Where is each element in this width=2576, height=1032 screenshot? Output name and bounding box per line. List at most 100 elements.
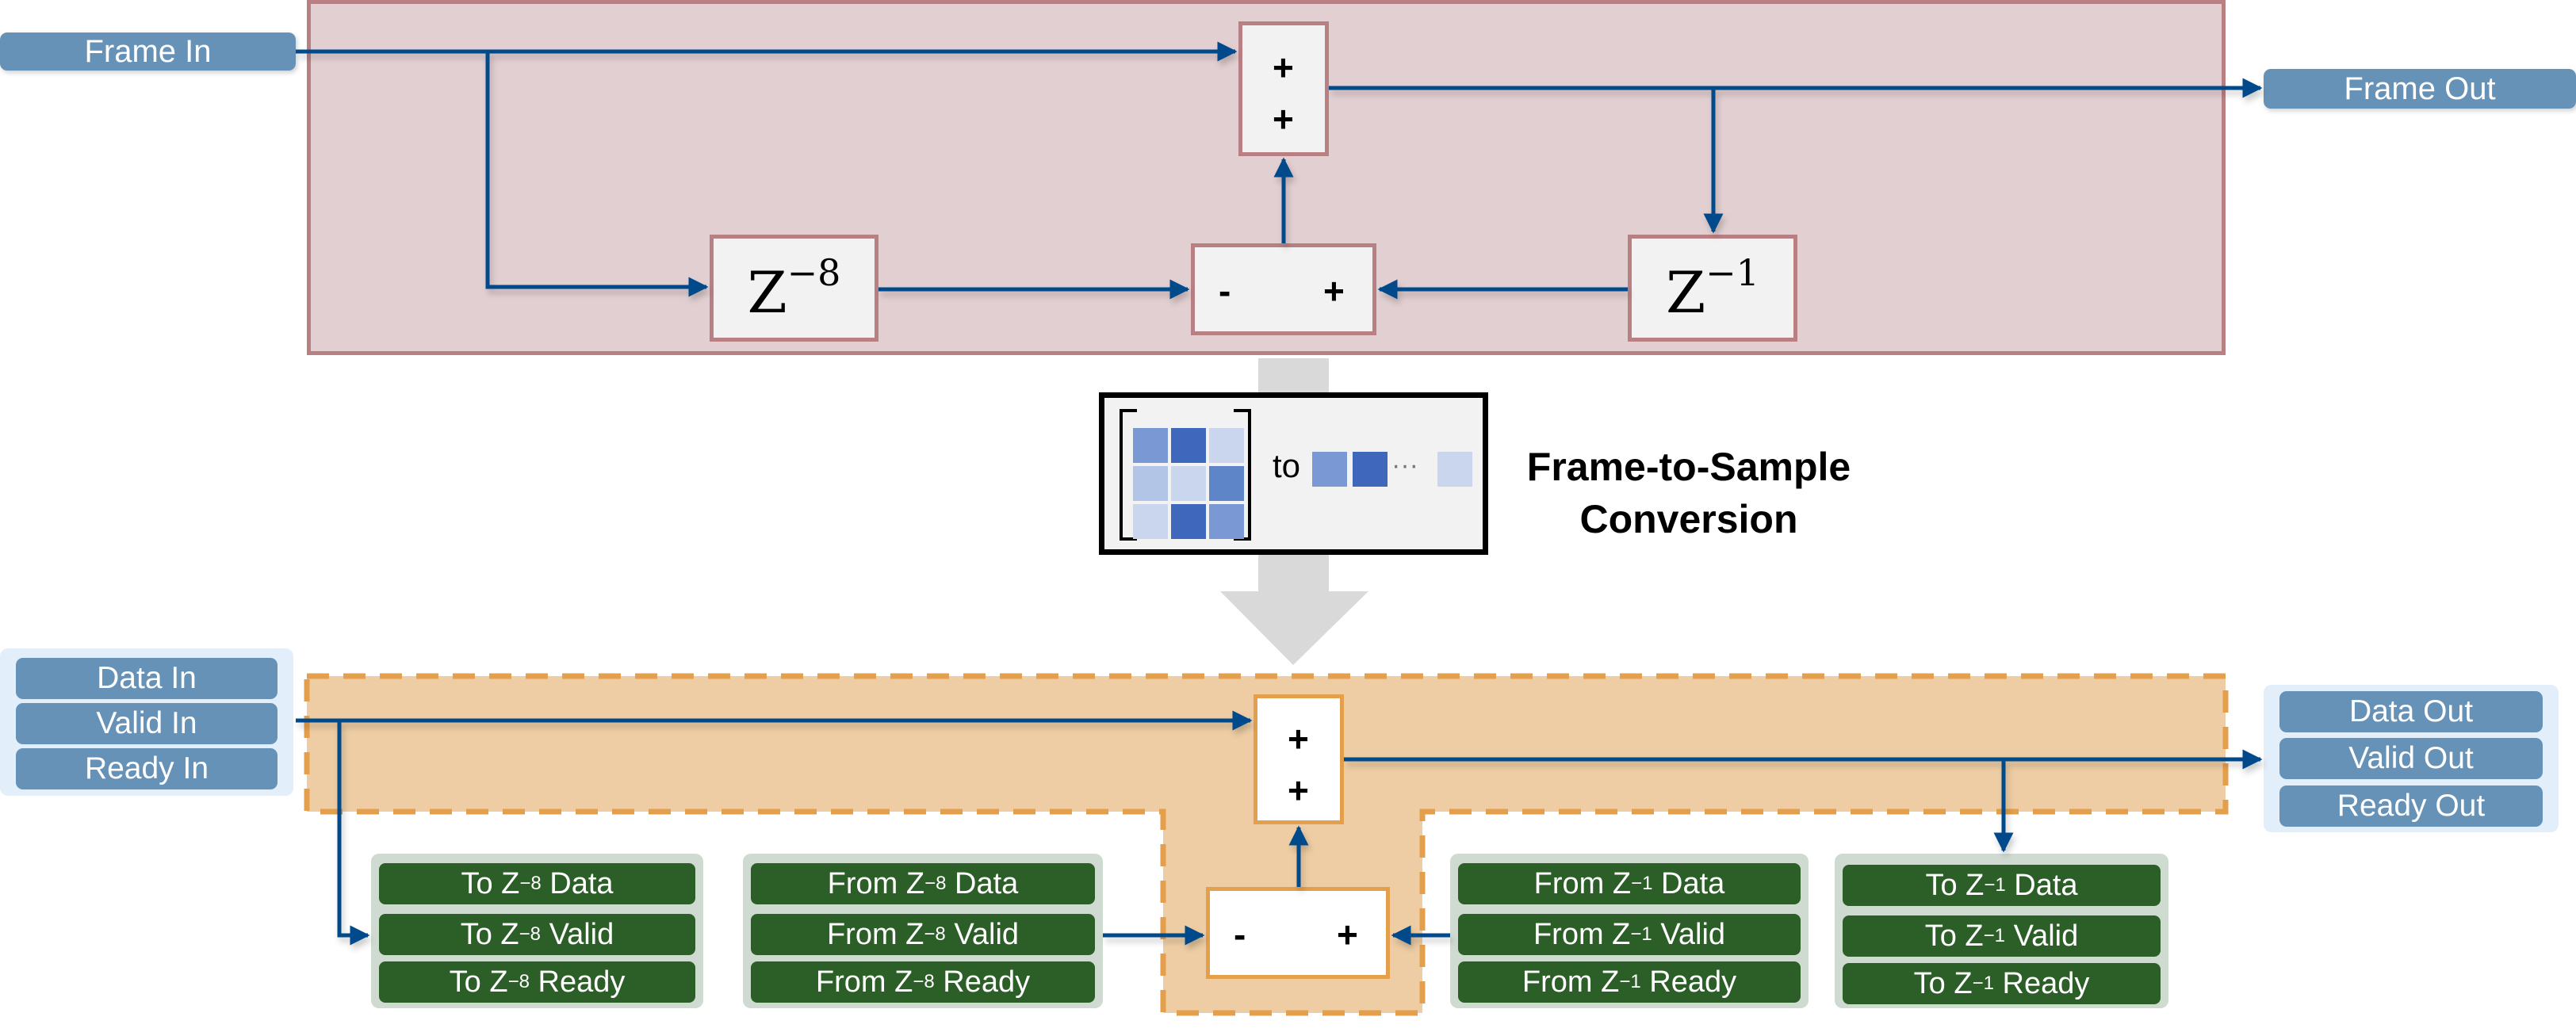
label-suffix: Data	[946, 866, 1019, 900]
frame-in-port: Frame In	[0, 32, 296, 71]
label-prefix: To Z	[449, 965, 508, 999]
frame-out-port: Frame Out	[2264, 69, 2576, 109]
label-suffix: Ready	[934, 965, 1031, 999]
matrix-cell	[1171, 504, 1206, 539]
label-suffix: Data	[541, 866, 614, 900]
label-suffix: Ready	[1993, 966, 2090, 1000]
frame-subtractor-block: - +	[1191, 243, 1376, 335]
frame-to-sample-box: to ···	[1099, 392, 1488, 555]
label-suffix: Ready	[1640, 965, 1737, 999]
ready-in-port: Ready In	[16, 748, 278, 789]
label-exponent: −1	[1630, 923, 1652, 945]
label-prefix: To Z	[460, 917, 519, 951]
matrix-bracket-right	[1234, 409, 1251, 541]
label-suffix: Data	[1652, 866, 1725, 900]
matrix-cell	[1133, 466, 1168, 501]
to-label: to	[1273, 447, 1301, 484]
delay-z1-label: Z−1	[1666, 250, 1759, 326]
to-z8-data: To Z−8 Data	[379, 863, 695, 904]
label-prefix: To Z	[1924, 919, 1984, 953]
ellipsis: ···	[1391, 450, 1418, 480]
from-z8-data: From Z−8 Data	[751, 863, 1095, 904]
valid-in-port: Valid In	[16, 703, 278, 744]
sample-subtractor-block: - +	[1206, 887, 1390, 979]
matrix-bracket-left	[1120, 409, 1137, 541]
matrix-cell	[1171, 428, 1206, 463]
from-z8-valid: From Z−8 Valid	[751, 914, 1095, 955]
from-z1-ready: From Z−1 Ready	[1458, 961, 1801, 1003]
from-z1-valid: From Z−1 Valid	[1458, 914, 1801, 955]
label-exponent: −8	[913, 971, 935, 992]
sample-cell	[1353, 452, 1388, 487]
label-suffix: Ready	[529, 965, 626, 999]
adder-sign-bottom: +	[1288, 770, 1309, 811]
sample-cell	[1437, 452, 1472, 487]
label-prefix: To Z	[461, 866, 520, 900]
subtractor-sign-minus: -	[1234, 914, 1246, 955]
data-out-port: Data Out	[2279, 691, 2543, 732]
label-exponent: −1	[1631, 873, 1653, 894]
matrix-cell	[1209, 428, 1244, 463]
label-suffix: Valid	[541, 917, 614, 951]
to-z1-valid: To Z−1 Valid	[1843, 915, 2161, 957]
label-exponent: −1	[1619, 971, 1641, 992]
label-prefix: From Z	[1521, 965, 1620, 999]
conversion-title-line2: Conversion	[1579, 497, 1798, 541]
to-z1-ready: To Z−1 Ready	[1843, 963, 2161, 1004]
sample-cell	[1312, 452, 1347, 487]
subtractor-sign-minus: -	[1219, 270, 1231, 312]
from-z8-group: From Z−8 Data From Z−8 Valid From Z−8 Re…	[743, 854, 1103, 1008]
output-port-group: Data Out Valid Out Ready Out	[2264, 685, 2559, 832]
label-exponent: −8	[924, 873, 947, 894]
label-exponent: −8	[924, 923, 946, 945]
conversion-title-line1: Frame-to-Sample	[1526, 445, 1851, 489]
sample-adder-block: + +	[1254, 694, 1344, 824]
label-prefix: To Z	[1913, 966, 1973, 1000]
label-prefix: To Z	[1925, 868, 1985, 902]
matrix-cell	[1171, 466, 1206, 501]
label-exponent: −1	[1984, 874, 2006, 896]
label-prefix: From Z	[1533, 917, 1631, 951]
to-z8-valid: To Z−8 Valid	[379, 914, 695, 955]
from-z8-ready: From Z−8 Ready	[751, 961, 1095, 1003]
frame-delay-z8-block: Z−8	[710, 235, 878, 342]
label-prefix: From Z	[826, 917, 924, 951]
subtractor-sign-plus: +	[1337, 914, 1358, 955]
label-exponent: −1	[1983, 925, 2006, 946]
frame-delay-z1-block: Z−1	[1628, 235, 1797, 342]
ready-out-port: Ready Out	[2279, 785, 2543, 827]
label-prefix: From Z	[827, 866, 925, 900]
matrix-cell	[1209, 504, 1244, 539]
label-exponent: −8	[507, 971, 530, 992]
matrix-cell	[1133, 428, 1168, 463]
wire-frame-in-to-z8	[485, 52, 709, 297]
data-in-port: Data In	[16, 658, 278, 699]
label-prefix: From Z	[815, 965, 913, 999]
to-z1-data: To Z−1 Data	[1843, 865, 2161, 906]
matrix-cell	[1133, 504, 1168, 539]
adder-sign-top: +	[1288, 718, 1309, 759]
frame-adder-block: + +	[1238, 21, 1329, 156]
label-suffix: Valid	[1652, 917, 1726, 951]
from-z1-data: From Z−1 Data	[1458, 863, 1801, 904]
label-suffix: Valid	[945, 917, 1020, 951]
adder-sign-bottom: +	[1273, 98, 1294, 140]
subtractor-sign-plus: +	[1323, 270, 1345, 312]
adder-sign-top: +	[1273, 47, 1294, 88]
to-z8-group: To Z−8 Data To Z−8 Valid To Z−8 Ready	[371, 854, 703, 1008]
label-prefix: From Z	[1533, 866, 1632, 900]
label-exponent: −8	[519, 923, 542, 945]
to-z8-ready: To Z−8 Ready	[379, 961, 695, 1003]
matrix-cell	[1209, 466, 1244, 501]
label-exponent: −1	[1972, 973, 1994, 994]
to-z1-group: To Z−1 Data To Z−1 Valid To Z−1 Ready	[1835, 854, 2168, 1008]
delay-z8-label: Z−8	[747, 250, 841, 326]
label-suffix: Valid	[2005, 919, 2079, 953]
label-suffix: Data	[2005, 868, 2078, 902]
conversion-title: Frame-to-Sample Conversion	[1491, 441, 1887, 545]
label-exponent: −8	[519, 873, 542, 894]
matrix-icon	[1120, 409, 1251, 541]
from-z1-group: From Z−1 Data From Z−1 Valid From Z−1 Re…	[1450, 854, 1809, 1008]
wire-valid-in-to-z8	[337, 720, 370, 946]
